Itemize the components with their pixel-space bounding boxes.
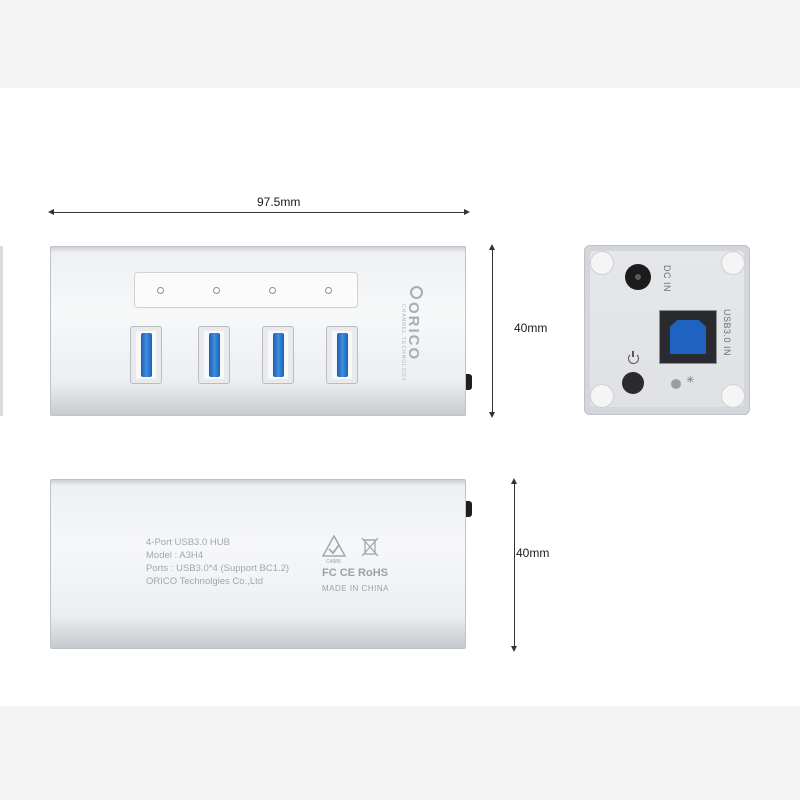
usb-port-2 <box>198 326 230 384</box>
height-label-bottom: 40mm <box>516 546 550 560</box>
usb-b-port <box>659 310 717 364</box>
end-cap <box>466 374 472 390</box>
hub-bottom-view: 4-Port USB3.0 HUB Model : A3H4 Ports : U… <box>50 479 472 649</box>
height-dimension-line <box>492 247 493 415</box>
rubber-foot-bottom-right <box>721 384 745 408</box>
spec-line-1: 4-Port USB3.0 HUB <box>146 537 230 548</box>
end-cap-bottom <box>466 501 472 517</box>
led-indicator-3 <box>269 287 276 294</box>
left-edge-sliver <box>0 246 3 416</box>
length-dimension-line <box>50 212 468 213</box>
rubber-foot-top-left <box>590 251 614 275</box>
usb-in-label: USB3.0 IN <box>722 309 732 357</box>
height-arrow-up-icon <box>489 244 495 250</box>
weee-bin-icon <box>361 537 379 557</box>
led-indicator-2 <box>213 287 220 294</box>
certification-marks: FC CE RoHS <box>322 567 388 579</box>
orico-logo-icon <box>410 286 423 299</box>
side-panel-face: DC IN USB3.0 IN ✳ <box>590 251 745 408</box>
led-indicator-4 <box>325 287 332 294</box>
led-indicator-panel <box>134 272 358 308</box>
usb-port-1 <box>130 326 162 384</box>
hub-front-view: ORICO CHANNEL TECHNOLOGY <box>50 246 472 416</box>
brand-tagline: CHANNEL TECHNOLOGY <box>400 304 406 383</box>
length-arrow-left-icon <box>48 209 54 215</box>
dc-in-label: DC IN <box>662 265 672 292</box>
brand-logo-text: ORICO <box>405 302 422 362</box>
height-bottom-arrow-down-icon <box>511 646 517 652</box>
height-label-front: 40mm <box>514 321 548 335</box>
usb-port-3 <box>262 326 294 384</box>
height-arrow-down-icon <box>489 412 495 418</box>
length-label: 97.5mm <box>257 195 301 209</box>
cert-code: C4888 <box>326 559 341 565</box>
power-button <box>622 372 644 394</box>
height-bottom-arrow-up-icon <box>511 478 517 484</box>
bottom-background-band <box>0 706 800 800</box>
top-background-band <box>0 0 800 88</box>
height-dimension-line-bottom <box>514 481 515 649</box>
spec-line-3: Ports : USB3.0*4 (Support BC1.2) <box>146 563 290 574</box>
led-indicator-1 <box>157 287 164 294</box>
rubber-foot-top-right <box>721 251 745 275</box>
dc-jack <box>625 264 651 290</box>
hub-side-view: DC IN USB3.0 IN ✳ <box>584 245 750 415</box>
length-arrow-right-icon <box>464 209 470 215</box>
led-icon: ✳ <box>686 375 695 386</box>
spec-line-2: Model : A3H4 <box>146 550 204 561</box>
spec-line-4: ORICO Technolgies Co.,Ltd <box>146 576 264 587</box>
usb-port-4 <box>326 326 358 384</box>
rubber-foot-bottom-left <box>590 384 614 408</box>
check-certification-icon <box>322 535 346 557</box>
status-led <box>671 379 681 389</box>
made-in-label: MADE IN CHINA <box>322 584 389 593</box>
brand-block: ORICO CHANNEL TECHNOLOGY <box>392 286 452 382</box>
power-icon <box>628 351 639 364</box>
